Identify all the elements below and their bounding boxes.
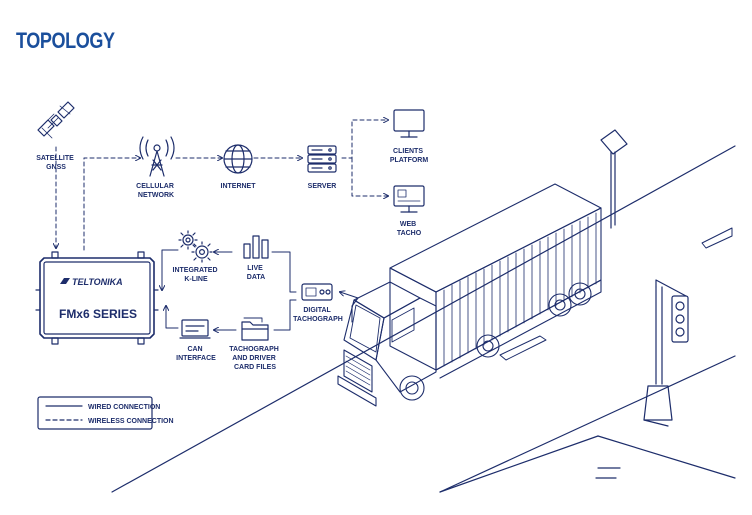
server-icon (307, 145, 337, 173)
teltonika-logo: TELTONIKA (60, 277, 123, 287)
satellite-label: SATELLITE GNSS (36, 155, 76, 171)
legend-wireless: WIRELESS CONNECTION (88, 418, 174, 425)
can-label: CAN INTERFACE (176, 346, 216, 362)
street-lamp-icon (600, 129, 628, 229)
kline-label: INTEGRATED K-LINE (173, 267, 220, 283)
folder-icon (241, 317, 269, 341)
cellular-label: CELLULAR NETWORK (136, 183, 176, 199)
server-label: SERVER (308, 183, 337, 190)
page-title: TOPOLOGY (16, 28, 115, 53)
web-tacho-icon (393, 185, 425, 213)
teltonika-device-icon (35, 251, 159, 345)
connections (56, 120, 388, 330)
gears-icon (178, 230, 213, 263)
clients-label: CLIENTS PLATFORM (390, 148, 429, 164)
globe-icon (223, 144, 253, 174)
tacho-files-label: TACHOGRAPH AND DRIVER CARD FILES (229, 346, 281, 371)
satellite-icon (37, 101, 75, 139)
bar-chart-icon (243, 235, 269, 259)
road (111, 145, 736, 493)
device-model: FMx6 SERIES (59, 307, 137, 321)
legend (37, 396, 153, 430)
truck-icon (337, 183, 602, 407)
tachograph-icon (301, 283, 333, 301)
digital-tacho-label: DIGITAL TACHOGRAPH (293, 307, 343, 323)
traffic-light-icon (643, 279, 689, 427)
web-tacho-label: WEB TACHO (397, 221, 422, 237)
monitor-icon (393, 109, 425, 138)
internet-label: INTERNET (221, 183, 257, 190)
device-brand: TELTONIKA (72, 277, 123, 287)
live-data-label: LIVE DATA (247, 265, 265, 281)
legend-wired: WIRED CONNECTION (88, 404, 160, 411)
cellular-tower-icon (139, 136, 175, 177)
can-interface-icon (179, 319, 211, 339)
